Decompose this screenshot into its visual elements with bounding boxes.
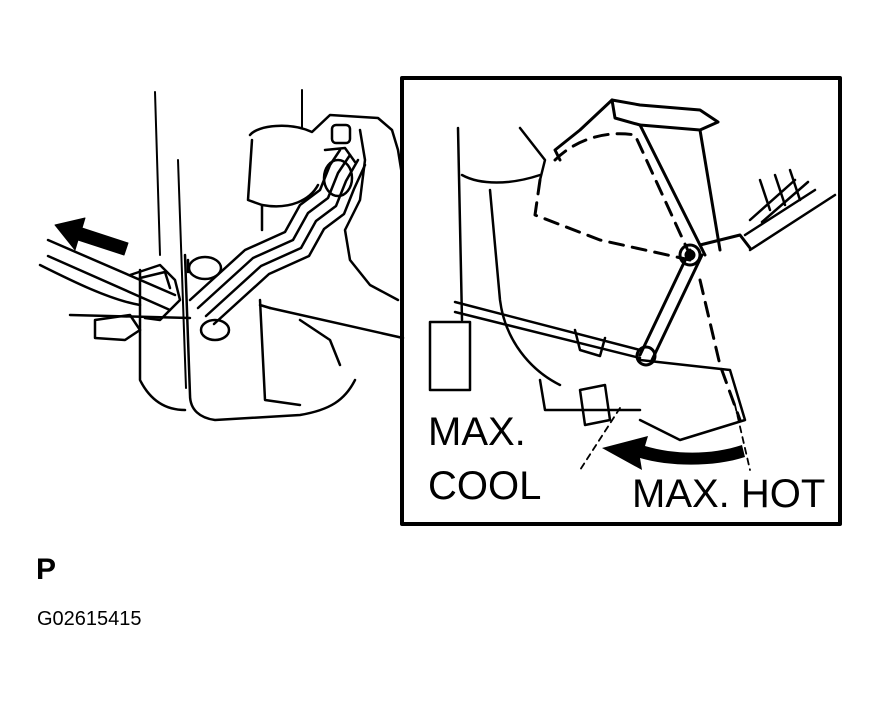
inset-linkage — [635, 233, 752, 367]
inset-housing — [428, 126, 747, 442]
figure-code: G02615415 — [37, 608, 142, 630]
pull-direction-arrow — [54, 217, 129, 256]
wire-harness — [743, 168, 837, 252]
cable-clamp — [93, 263, 182, 342]
pivot-knob — [186, 123, 357, 342]
rotation-arrow — [602, 436, 745, 470]
heater-housing — [138, 113, 404, 422]
air-mix-damper — [553, 98, 722, 257]
inset-cable — [453, 300, 642, 360]
max-cool-label-line2: COOL — [428, 464, 542, 508]
position-indicator-lines — [579, 404, 751, 471]
overview-frame-lines — [154, 89, 303, 389]
leader-line — [268, 306, 405, 340]
damper-cool-position — [533, 132, 742, 422]
inset-border — [400, 76, 842, 526]
view-letter: P — [36, 553, 57, 586]
linkage-arm — [188, 148, 367, 326]
max-hot-label: MAX. HOT — [632, 472, 826, 516]
max-cool-label-line1: MAX. — [428, 410, 526, 454]
